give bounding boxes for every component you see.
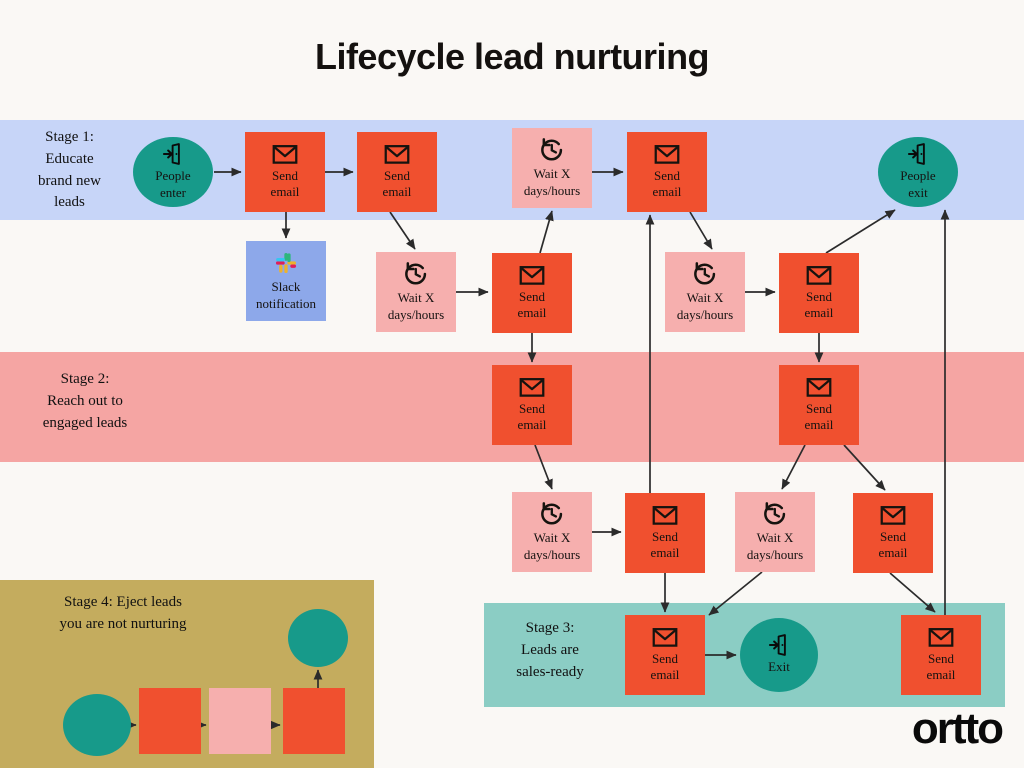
clock-icon [541, 138, 563, 161]
ortto-logo: ortto [911, 704, 1004, 753]
envelope-icon [652, 505, 678, 525]
envelope-icon [806, 265, 832, 289]
door-enter-icon [162, 143, 184, 168]
clock-icon [405, 262, 427, 285]
slack-icon [273, 250, 299, 279]
clock-icon [403, 261, 429, 290]
envelope-icon [652, 627, 678, 651]
envelope-icon [652, 505, 678, 529]
door-enter-icon [768, 634, 790, 659]
node-exit[interactable]: Exit [740, 618, 818, 692]
clock-icon [692, 261, 718, 290]
page-title: Lifecycle lead nurturing [314, 36, 710, 77]
envelope-icon [272, 144, 298, 164]
envelope-icon [880, 505, 906, 525]
stage4-start-circle[interactable] [63, 694, 131, 756]
door-enter-icon [907, 143, 925, 166]
node-label: Exit [768, 659, 790, 675]
stage4-send-box[interactable] [139, 688, 201, 754]
envelope-icon [880, 505, 906, 529]
door-enter-icon [162, 143, 180, 166]
clock-icon [764, 502, 786, 525]
envelope-icon [519, 377, 545, 397]
clock-icon [762, 501, 788, 530]
clock-icon [539, 137, 565, 166]
stage4-wait-box[interactable] [209, 688, 271, 754]
envelope-icon [654, 144, 680, 168]
envelope-icon [272, 144, 298, 168]
envelope-icon [519, 377, 545, 401]
envelope-icon [519, 265, 545, 289]
clock-icon [539, 501, 565, 530]
envelope-icon [806, 377, 832, 397]
slack-icon [275, 253, 297, 274]
envelope-icon [654, 144, 680, 164]
clock-icon [541, 502, 563, 525]
envelope-icon [519, 265, 545, 285]
envelope-icon [384, 144, 410, 168]
door-enter-icon [907, 143, 929, 168]
envelope-icon [806, 265, 832, 285]
door-enter-icon [768, 634, 786, 657]
envelope-icon [384, 144, 410, 164]
stage4-send-box-2[interactable] [283, 688, 345, 754]
envelope-icon [928, 627, 954, 651]
clock-icon [694, 262, 716, 285]
envelope-icon [652, 627, 678, 647]
envelope-icon [928, 627, 954, 647]
envelope-icon [806, 377, 832, 401]
stage4-exit-circle[interactable] [288, 609, 348, 667]
